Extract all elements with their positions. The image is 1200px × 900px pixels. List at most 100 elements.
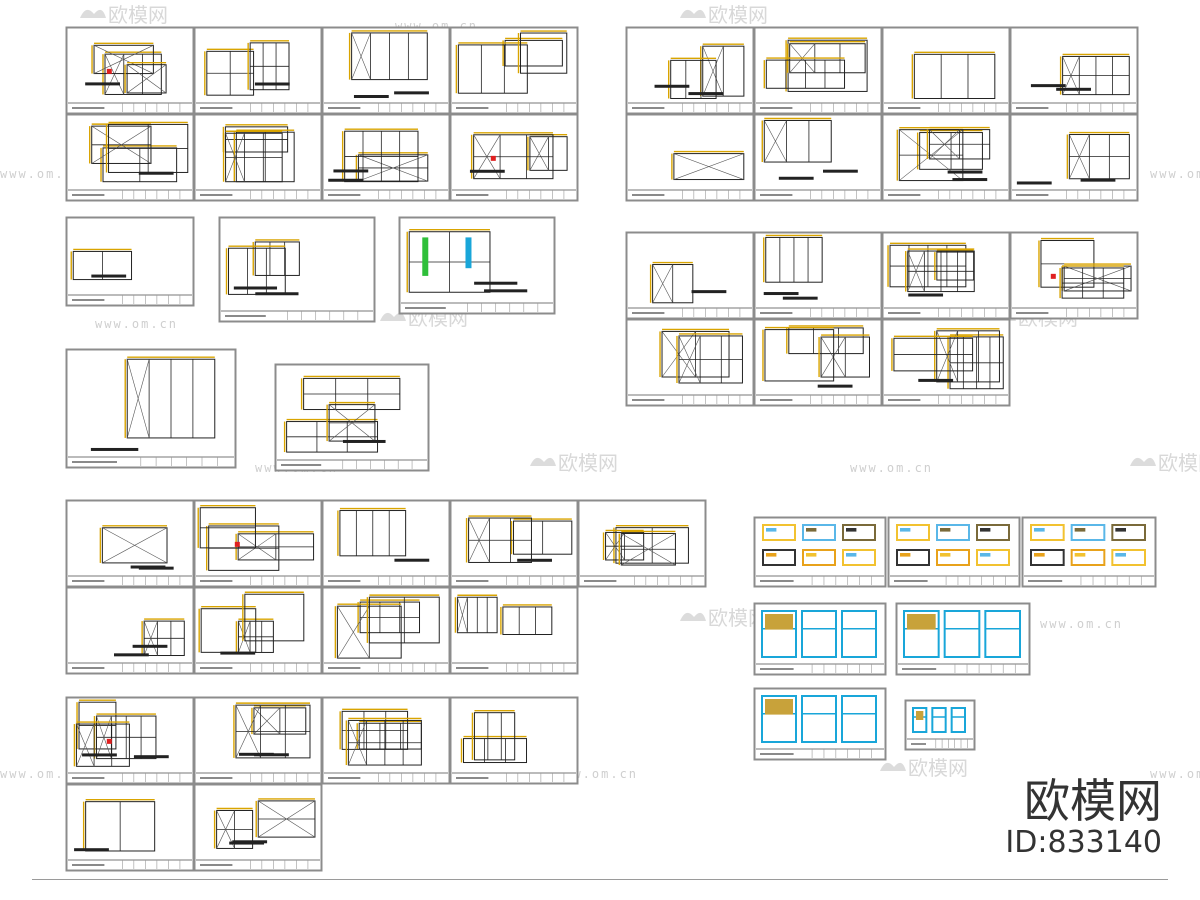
color-fill bbox=[766, 553, 777, 557]
section-strip bbox=[132, 644, 168, 648]
drawing-sheet bbox=[321, 26, 451, 115]
door-swing-line bbox=[529, 136, 549, 171]
sheet-frame bbox=[65, 26, 195, 115]
sheet-frame bbox=[881, 26, 1011, 115]
color-fill bbox=[806, 528, 817, 532]
color-cabinet-block bbox=[936, 524, 970, 541]
drawing-sheet bbox=[881, 26, 1011, 115]
elevation-outline bbox=[244, 593, 305, 642]
sheet-frame bbox=[274, 363, 430, 472]
sheet-frame bbox=[65, 499, 195, 588]
drawing-sheet bbox=[1009, 113, 1139, 202]
drawing-sheet bbox=[625, 231, 755, 320]
watermark-logo-icon bbox=[80, 9, 106, 18]
section-strip bbox=[778, 176, 814, 180]
sheet-frame bbox=[65, 113, 195, 202]
elevation-outline bbox=[764, 329, 835, 382]
watermark-logo-icon bbox=[380, 312, 406, 321]
blue-wardrobe-outline bbox=[931, 707, 947, 733]
bottom-divider bbox=[32, 879, 1168, 880]
drawing-sheet bbox=[904, 699, 976, 751]
watermark-logo-icon bbox=[680, 9, 706, 18]
sheet-frame bbox=[753, 113, 883, 202]
door-swing-line bbox=[328, 404, 376, 442]
section-strip bbox=[1080, 178, 1116, 182]
drawing-sheet bbox=[753, 113, 883, 202]
door-swing-line bbox=[235, 704, 261, 759]
door-swing-line bbox=[93, 45, 154, 74]
door-swing-line bbox=[126, 64, 167, 94]
color-cabinet-block bbox=[936, 549, 970, 566]
section-strip bbox=[220, 651, 256, 655]
sheet-frame bbox=[753, 231, 883, 320]
door-swing-line bbox=[358, 154, 428, 182]
sheet-frame bbox=[625, 26, 755, 115]
section-strip bbox=[908, 293, 944, 297]
sheet-frame bbox=[321, 113, 451, 202]
blue-wardrobe-outline bbox=[841, 610, 877, 658]
drawing-sheet bbox=[753, 687, 887, 761]
section-strip bbox=[654, 84, 690, 88]
color-fill bbox=[1115, 553, 1126, 557]
door-swing-line bbox=[899, 129, 964, 181]
section-strip bbox=[1030, 84, 1066, 88]
elevation-outline bbox=[93, 44, 154, 75]
wood-panel bbox=[765, 699, 793, 715]
drawing-sheet bbox=[1009, 26, 1139, 115]
door-swing-line bbox=[102, 527, 168, 564]
sheet-frame bbox=[881, 113, 1011, 202]
section-strip bbox=[91, 274, 127, 278]
drawing-sheet bbox=[625, 113, 755, 202]
drawing-sheet bbox=[887, 516, 1021, 588]
sheet-frame bbox=[1009, 26, 1139, 115]
sheet-frame bbox=[577, 499, 707, 588]
door-swing-line bbox=[126, 359, 150, 439]
marker bbox=[106, 68, 112, 74]
section-strip bbox=[90, 447, 139, 451]
section-strip bbox=[82, 753, 117, 757]
sheet-frame bbox=[65, 783, 195, 872]
section-strip bbox=[1056, 87, 1091, 91]
section-strip bbox=[74, 848, 109, 852]
elevation-outline bbox=[763, 119, 832, 163]
drawing-sheet bbox=[65, 586, 195, 675]
sheet-frame bbox=[321, 499, 451, 588]
color-cabinet-block bbox=[896, 524, 930, 541]
drawing-sheet bbox=[65, 696, 195, 785]
color-fill bbox=[940, 553, 951, 557]
sheet-frame bbox=[65, 586, 195, 675]
section-strip bbox=[817, 384, 853, 388]
watermark-url: www.om.cn bbox=[1150, 767, 1200, 781]
color-cabinet-block bbox=[976, 549, 1010, 566]
section-strip bbox=[763, 292, 799, 296]
door-swing-line bbox=[457, 597, 468, 633]
brand-block: 欧模网 ID:833140 bbox=[1005, 776, 1162, 860]
color-fill bbox=[766, 528, 777, 532]
color-cabinet-block bbox=[842, 524, 876, 541]
watermark-url: www.om.cn bbox=[95, 317, 178, 331]
blue-wardrobe-outline bbox=[950, 707, 967, 733]
sheet-frame bbox=[449, 586, 579, 675]
drawing-sheet bbox=[577, 499, 707, 588]
color-fill bbox=[940, 528, 951, 532]
sheet-frame bbox=[1009, 113, 1139, 202]
color-fill bbox=[846, 528, 857, 532]
drawing-sheet bbox=[449, 696, 579, 785]
elevation-outline bbox=[75, 723, 130, 767]
door-swing-line bbox=[652, 264, 673, 303]
sheet-frame bbox=[449, 113, 579, 202]
section-strip bbox=[138, 171, 174, 175]
section-strip bbox=[952, 178, 988, 182]
door-swing-line bbox=[678, 335, 701, 384]
door-swing-line bbox=[216, 810, 235, 849]
sheet-frame bbox=[65, 696, 195, 785]
door-swing-line bbox=[702, 46, 724, 97]
sheet-frame bbox=[625, 318, 755, 407]
drawing-sheet bbox=[881, 318, 1011, 407]
color-cabinet-block bbox=[1030, 549, 1065, 566]
drawing-sheet bbox=[65, 499, 195, 588]
door-swing-line bbox=[253, 707, 281, 735]
sheet-frame bbox=[321, 26, 451, 115]
section-strip bbox=[85, 82, 120, 86]
